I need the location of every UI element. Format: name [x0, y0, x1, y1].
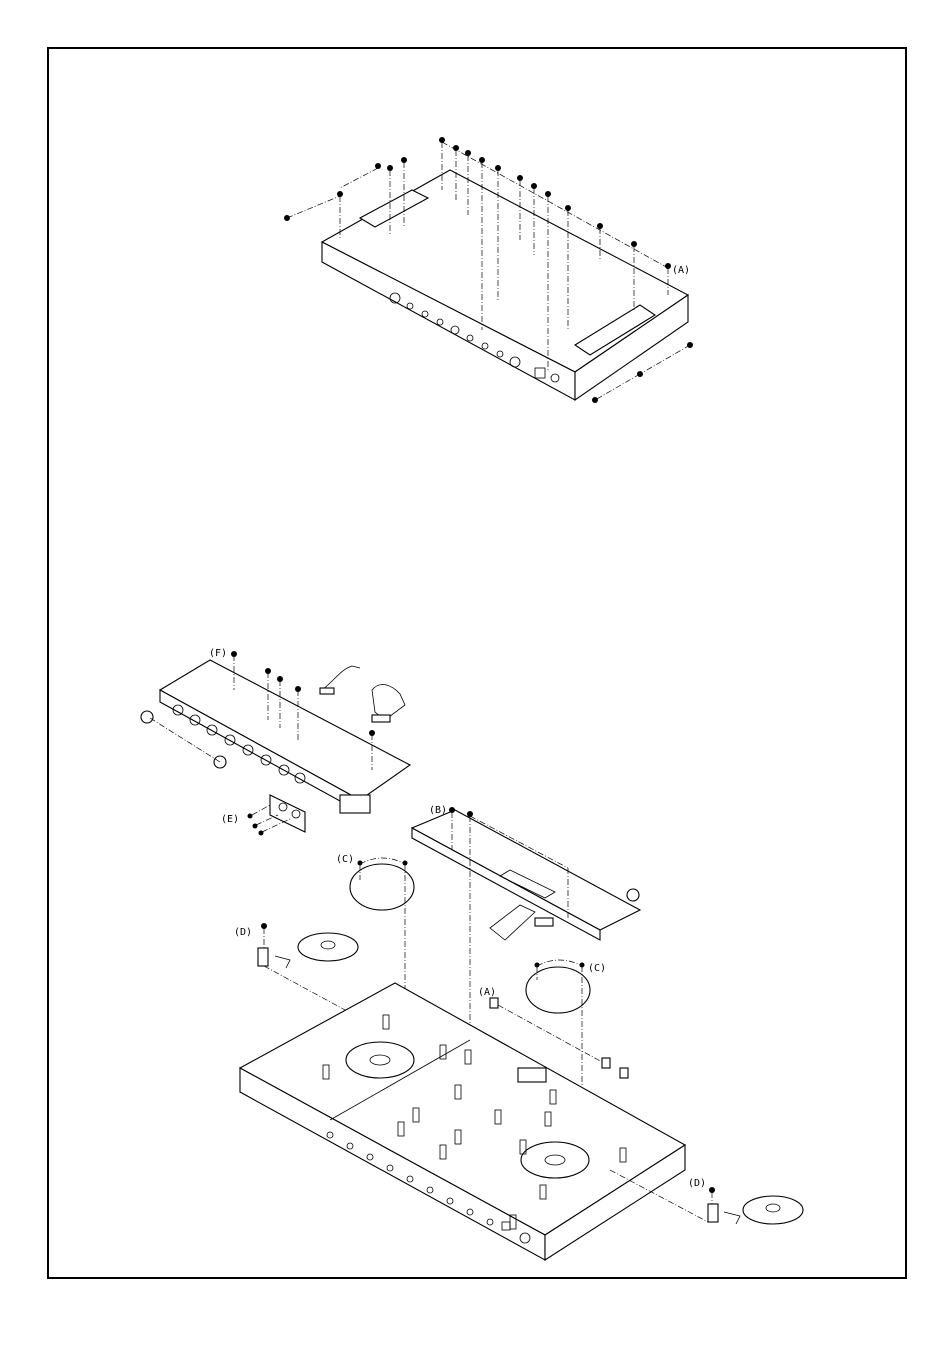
flat-cable-b	[490, 905, 535, 940]
callout-f: (F)	[209, 648, 227, 659]
callout-a-bottom: (A)	[478, 987, 496, 998]
callout-b: (B)	[429, 805, 447, 816]
callout-d-left: (D)	[234, 927, 252, 938]
callout-c-left: (C)	[336, 854, 354, 865]
spindle-housing-left	[346, 1042, 414, 1078]
board-f-connector	[340, 795, 370, 813]
callout-d-right: (D)	[688, 1178, 706, 1189]
spindle-housing-right	[521, 1142, 589, 1178]
callout-c-right: (C)	[588, 963, 606, 974]
callout-top-a: (A)	[672, 265, 690, 276]
board-b-knob	[627, 889, 639, 901]
board-f	[160, 660, 410, 800]
board-f-assembly: (F)	[141, 648, 410, 813]
board-f-knob-left	[141, 711, 153, 723]
cable-small	[322, 666, 360, 690]
callout-e: (E)	[221, 814, 239, 825]
main-chassis	[240, 983, 685, 1260]
top-cover-assembly: (A)	[284, 137, 693, 403]
chassis-connector	[518, 1068, 546, 1082]
bracket-e-assembly: (E)	[221, 795, 305, 836]
board-b	[412, 810, 640, 930]
